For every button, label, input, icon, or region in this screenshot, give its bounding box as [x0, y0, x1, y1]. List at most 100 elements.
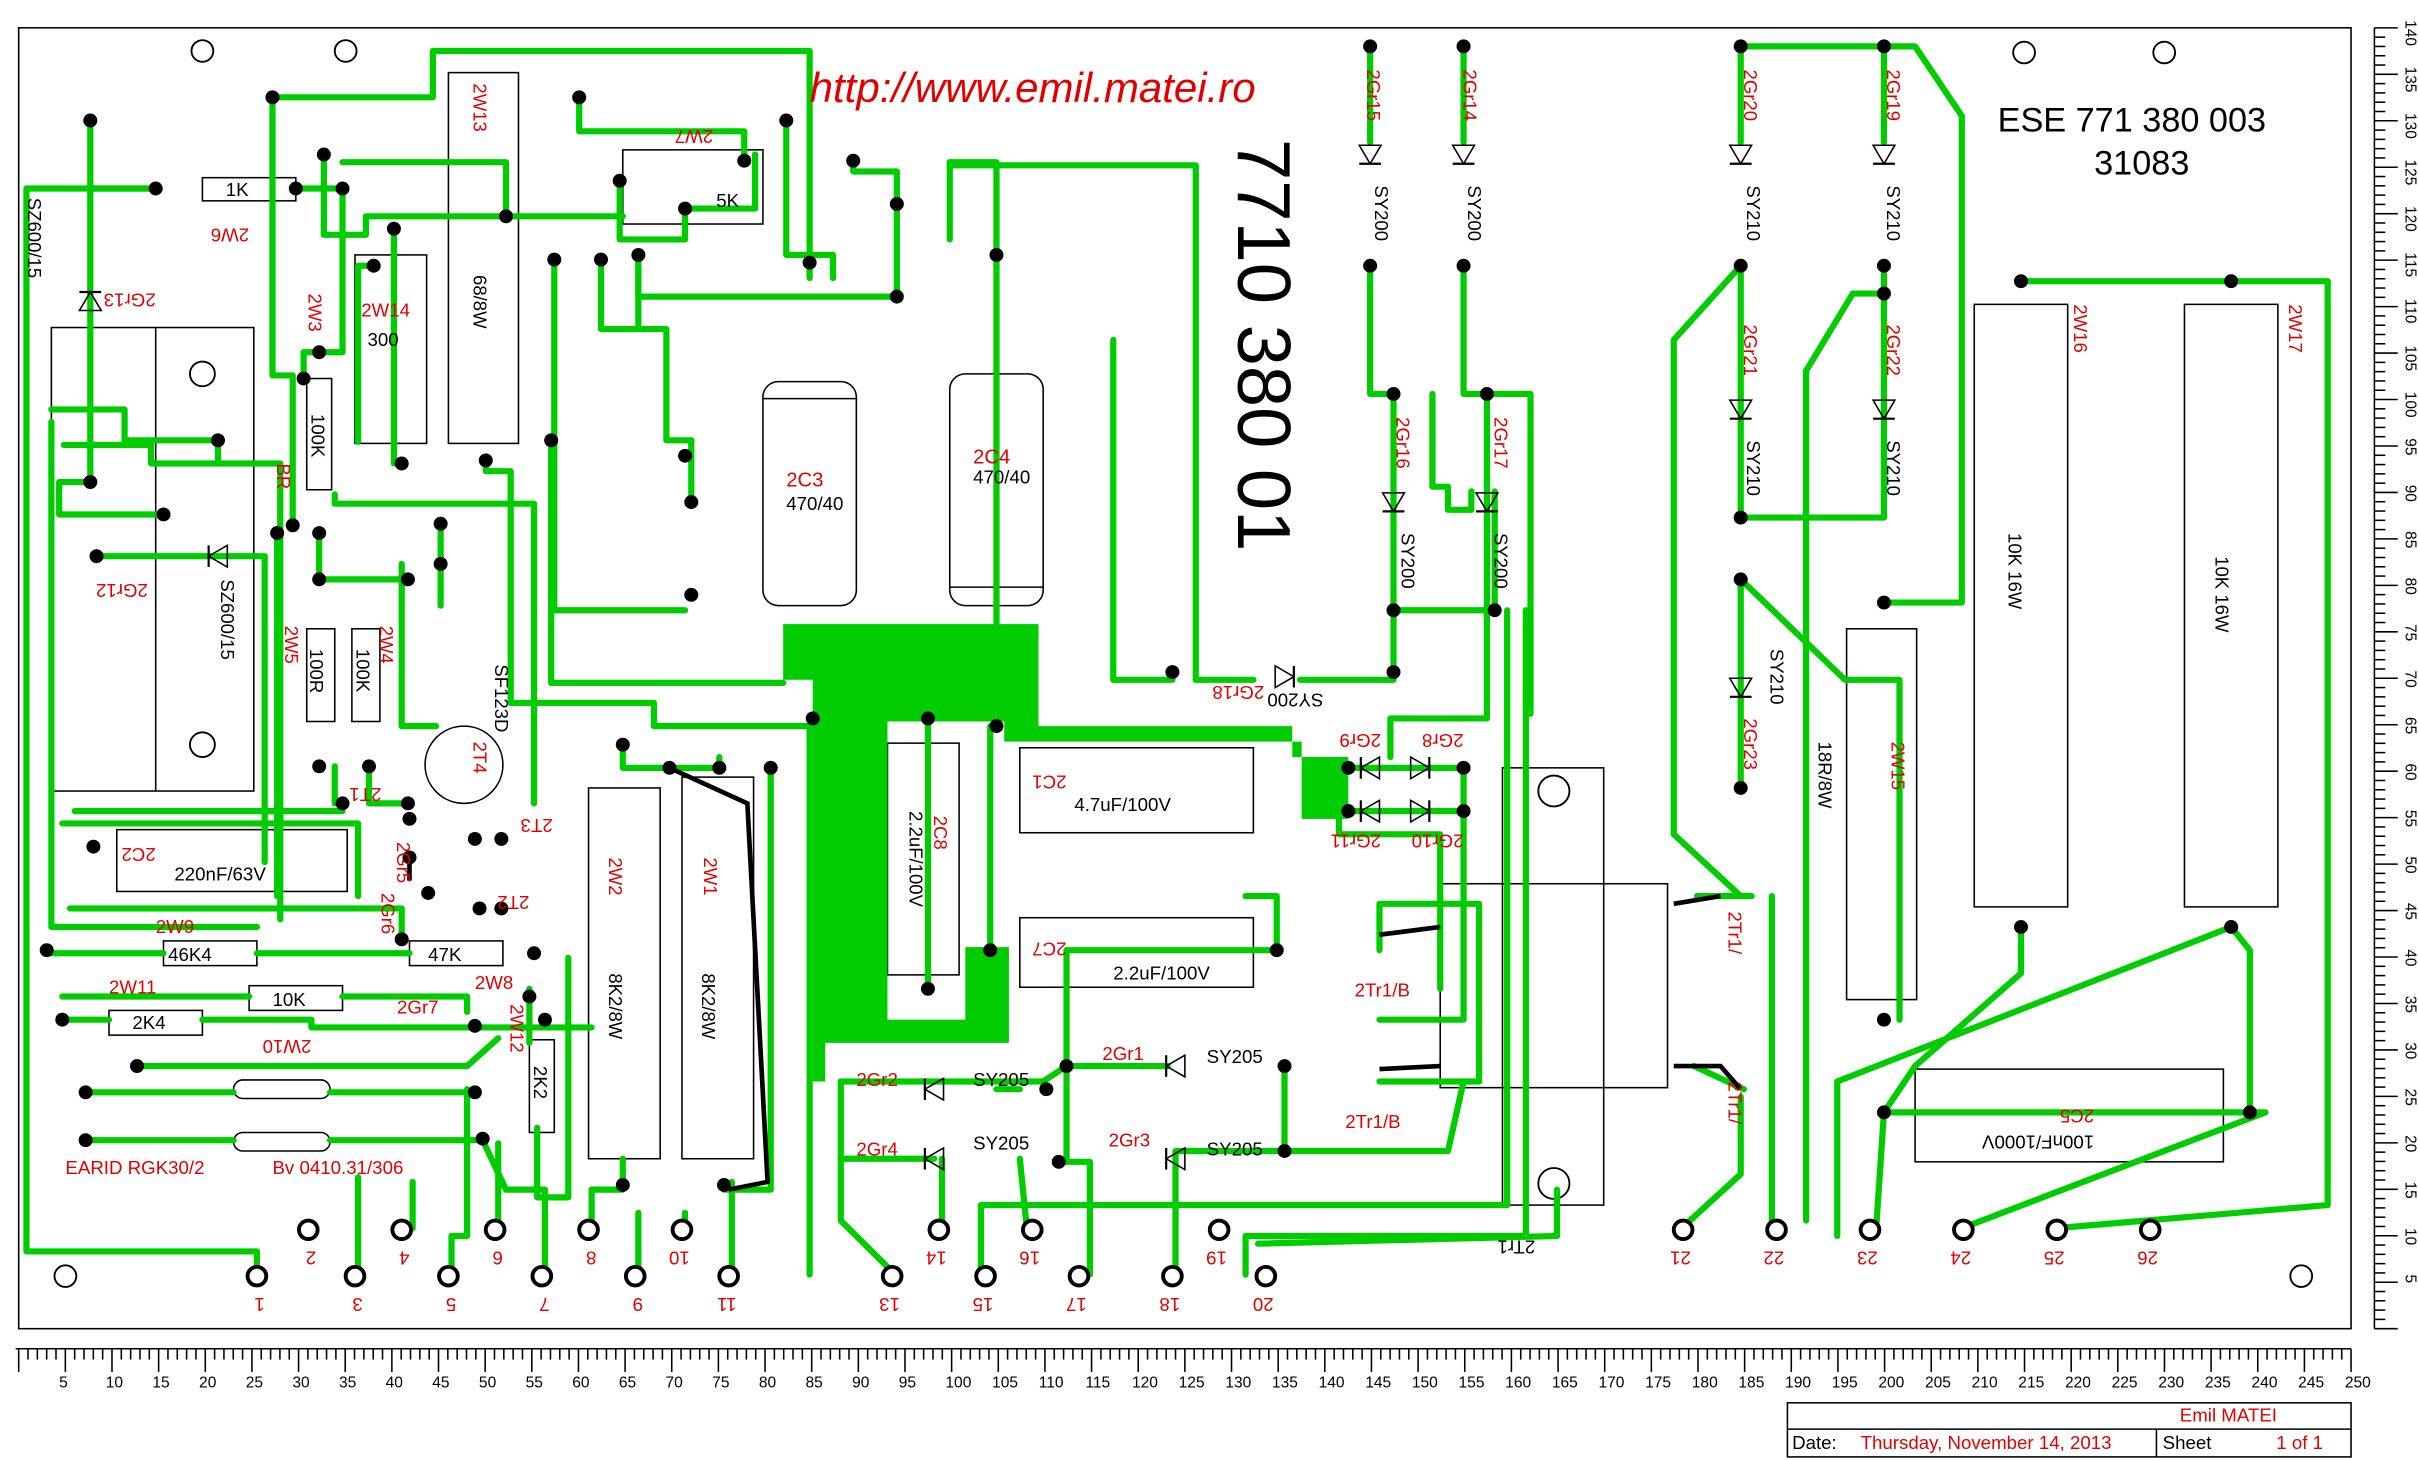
solder-pad [572, 90, 587, 105]
diode-icon [1357, 144, 1383, 166]
pin-label-25: 25 [2044, 1247, 2065, 1268]
solder-pad [547, 252, 562, 267]
solder-pad [889, 196, 904, 211]
value-2gr16: SY200 [1397, 533, 1418, 589]
solder-pad [716, 1178, 732, 1192]
connector2-label: Bv 0410.31/306 [272, 1157, 403, 1178]
solder-pad [2013, 274, 2028, 289]
x-tick-label: 85 [805, 1374, 822, 1391]
pin-6 [483, 1218, 507, 1241]
value-2w6: 1K [226, 179, 249, 200]
ref-2gr5: 2Gr5 [393, 842, 414, 883]
solder-pad [1456, 258, 1471, 273]
y-tick-label: 100 [2402, 392, 2418, 418]
diode-icon [1451, 144, 1476, 166]
y-tick-label: 110 [2402, 299, 2418, 324]
solder-pad [312, 526, 327, 540]
y-tick-label: 115 [2402, 252, 2418, 277]
x-tick-label: 95 [899, 1374, 916, 1391]
ref-2gr23: 2Gr23 [1740, 718, 1761, 770]
y-tick-label: 80 [2402, 578, 2418, 596]
x-tick-label: 40 [386, 1374, 404, 1391]
footer-author: Emil MATEI [2180, 1404, 2277, 1425]
ref-2c1: 2C1 [1032, 772, 1066, 793]
solder-pad [421, 886, 436, 900]
solder-pad [1386, 387, 1401, 401]
solder-pad [312, 572, 327, 587]
diode-icon [1728, 399, 1753, 421]
x-tick-label: 220 [2065, 1374, 2091, 1391]
solder-pad [1386, 665, 1401, 680]
x-tick-label: 205 [1925, 1374, 1951, 1391]
diode-icon [1359, 798, 1381, 824]
solder-pad [433, 556, 448, 571]
solder-pad [148, 181, 163, 196]
value-2w10: 2K4 [132, 1012, 165, 1033]
board-number: 7710 380 01 [1222, 139, 1305, 551]
x-tick-label: 55 [526, 1374, 543, 1391]
ref-2gr2: 2Gr2 [856, 1069, 898, 1090]
y-tick-label: 125 [2402, 160, 2418, 186]
value-2gr2: SY205 [973, 1069, 1029, 1090]
pin-1 [245, 1264, 269, 1288]
pin-label-14: 14 [926, 1247, 947, 1268]
value-2gr18: SY200 [1267, 690, 1323, 711]
solder-pad [920, 711, 935, 726]
solder-pad [312, 759, 327, 774]
connector-label: EARID RGK30/2 [65, 1157, 204, 1178]
x-tick-label: 215 [2018, 1374, 2044, 1391]
value-2c2: 220nF/63V [174, 864, 266, 885]
value-2w17: 10K 16W [2212, 556, 2233, 633]
solder-pad [402, 811, 417, 826]
value-2gr12: SZ600/15 [217, 579, 238, 659]
x-tick-label: 45 [432, 1374, 449, 1391]
x-tick-label: 125 [1179, 1374, 1205, 1391]
pin-2 [296, 1218, 320, 1241]
value-2gr22: SY210 [1883, 440, 1904, 496]
pin-label-7: 7 [539, 1294, 549, 1315]
solder-pad [1051, 1154, 1066, 1169]
diode-icon [1728, 144, 1753, 166]
solder-pad [846, 153, 861, 168]
solder-pad [400, 572, 415, 587]
y-tick-label: 130 [2402, 113, 2418, 139]
ref-2gr1: 2Gr1 [1102, 1043, 1144, 1064]
solder-pad [983, 943, 998, 958]
ref-2w8: 2W8 [475, 972, 513, 993]
x-tick-label: 10 [106, 1374, 124, 1391]
diode-icon [923, 1146, 945, 1171]
x-tick-label: 70 [666, 1374, 684, 1391]
y-tick-label: 65 [2402, 717, 2418, 734]
solder-pad [989, 719, 1004, 734]
ref-2t2: 2T2 [497, 892, 529, 913]
pin-11 [717, 1264, 740, 1288]
solder-pad [296, 371, 311, 386]
solder-pad [802, 255, 817, 270]
jumpers [407, 765, 1743, 1192]
solder-pad [612, 173, 627, 188]
pin-25 [2045, 1218, 2069, 1241]
value-2w11: 10K [272, 989, 306, 1010]
part-sub: 31083 [2094, 145, 2189, 183]
solder-pad [805, 711, 820, 726]
solder-pad [889, 289, 904, 304]
x-tick-label: 135 [1272, 1374, 1298, 1391]
diode-icon [1474, 492, 1500, 513]
pin-label-6: 6 [493, 1247, 503, 1268]
pin-14 [927, 1218, 951, 1241]
ruler-y: 5101520253035404550556065707580859095100… [2373, 20, 2418, 1330]
solder-pad [467, 1018, 482, 1033]
ref-2w17: 2W17 [2285, 304, 2306, 352]
board-url: http://www.emil.matei.ro [810, 64, 1256, 111]
value-2w14: 300 [367, 329, 398, 350]
x-tick-label: 240 [2252, 1374, 2278, 1391]
x-tick-label: 190 [1785, 1374, 1811, 1391]
ref-2gr19: 2Gr19 [1883, 70, 1904, 122]
y-tick-label: 30 [2402, 1042, 2418, 1060]
ref-2gr8: 2Gr8 [1422, 730, 1464, 751]
solder-pad [83, 475, 98, 489]
x-tick-label: 90 [852, 1374, 870, 1391]
solder-pad [55, 1012, 70, 1027]
y-tick-label: 95 [2402, 438, 2418, 455]
